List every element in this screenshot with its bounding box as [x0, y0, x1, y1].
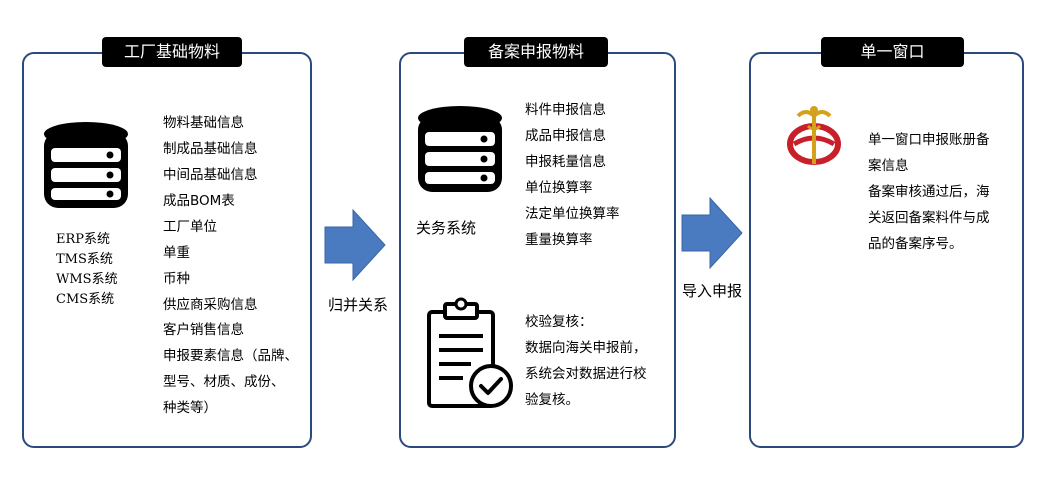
import-declare-label: 导入申报 [682, 282, 743, 300]
single-window-panel-title: 单一窗口 [821, 37, 964, 67]
factory-item: 币种 [163, 271, 190, 287]
factory-item: 物料基础信息 [163, 115, 244, 131]
customs-system-label: 关务系统 [416, 219, 477, 237]
check-text-line: 校验复核： [525, 314, 593, 330]
check-text-line: 系统会对数据进行校 [525, 366, 647, 382]
right-arrow-icon [324, 208, 386, 282]
check-text-line: 数据向海关申报前， [525, 340, 647, 356]
system-name-wms: WMS系统 [56, 272, 118, 287]
merge-relation-label: 归并关系 [328, 296, 389, 314]
factory-item: 工厂单位 [163, 219, 217, 235]
clipboard-check-icon [427, 297, 513, 408]
factory-item: 单重 [163, 245, 190, 261]
factory-item: 种类等） [163, 400, 217, 416]
system-name-tms: TMS系统 [56, 252, 113, 267]
filing-panel-title: 备案申报物料 [464, 37, 608, 67]
right-arrow-icon [681, 196, 743, 270]
factory-item: 客户销售信息 [163, 322, 244, 338]
filing-item: 申报耗量信息 [525, 154, 606, 170]
factory-item: 申报要素信息（品牌、 [163, 348, 298, 364]
database-icon [44, 122, 128, 208]
customs-emblem-icon [787, 106, 841, 165]
factory-panel [22, 52, 312, 448]
single-window-line: 备案审核通过后，海 [868, 184, 990, 200]
filing-item: 料件申报信息 [525, 102, 606, 118]
factory-item: 型号、材质、成份、 [163, 374, 285, 390]
factory-item: 中间品基础信息 [163, 167, 258, 183]
factory-panel-title: 工厂基础物料 [102, 37, 242, 67]
check-text-line: 验复核。 [525, 392, 579, 408]
filing-item: 法定单位换算率 [525, 206, 620, 222]
factory-item: 供应商采购信息 [163, 297, 258, 313]
single-window-line: 案信息 [868, 158, 909, 174]
database-icon [418, 106, 502, 192]
factory-item: 制成品基础信息 [163, 141, 258, 157]
filing-item: 重量换算率 [525, 232, 593, 248]
single-window-line: 品的备案序号。 [868, 236, 963, 252]
system-name-cms: CMS系统 [56, 292, 115, 307]
factory-item: 成品BOM表 [163, 193, 235, 209]
filing-item: 成品申报信息 [525, 128, 606, 144]
single-window-line: 关返回备案料件与成 [868, 210, 990, 226]
single-window-line: 单一窗口申报账册备 [868, 132, 990, 148]
filing-item: 单位换算率 [525, 180, 593, 196]
system-name-erp: ERP系统 [56, 232, 111, 247]
